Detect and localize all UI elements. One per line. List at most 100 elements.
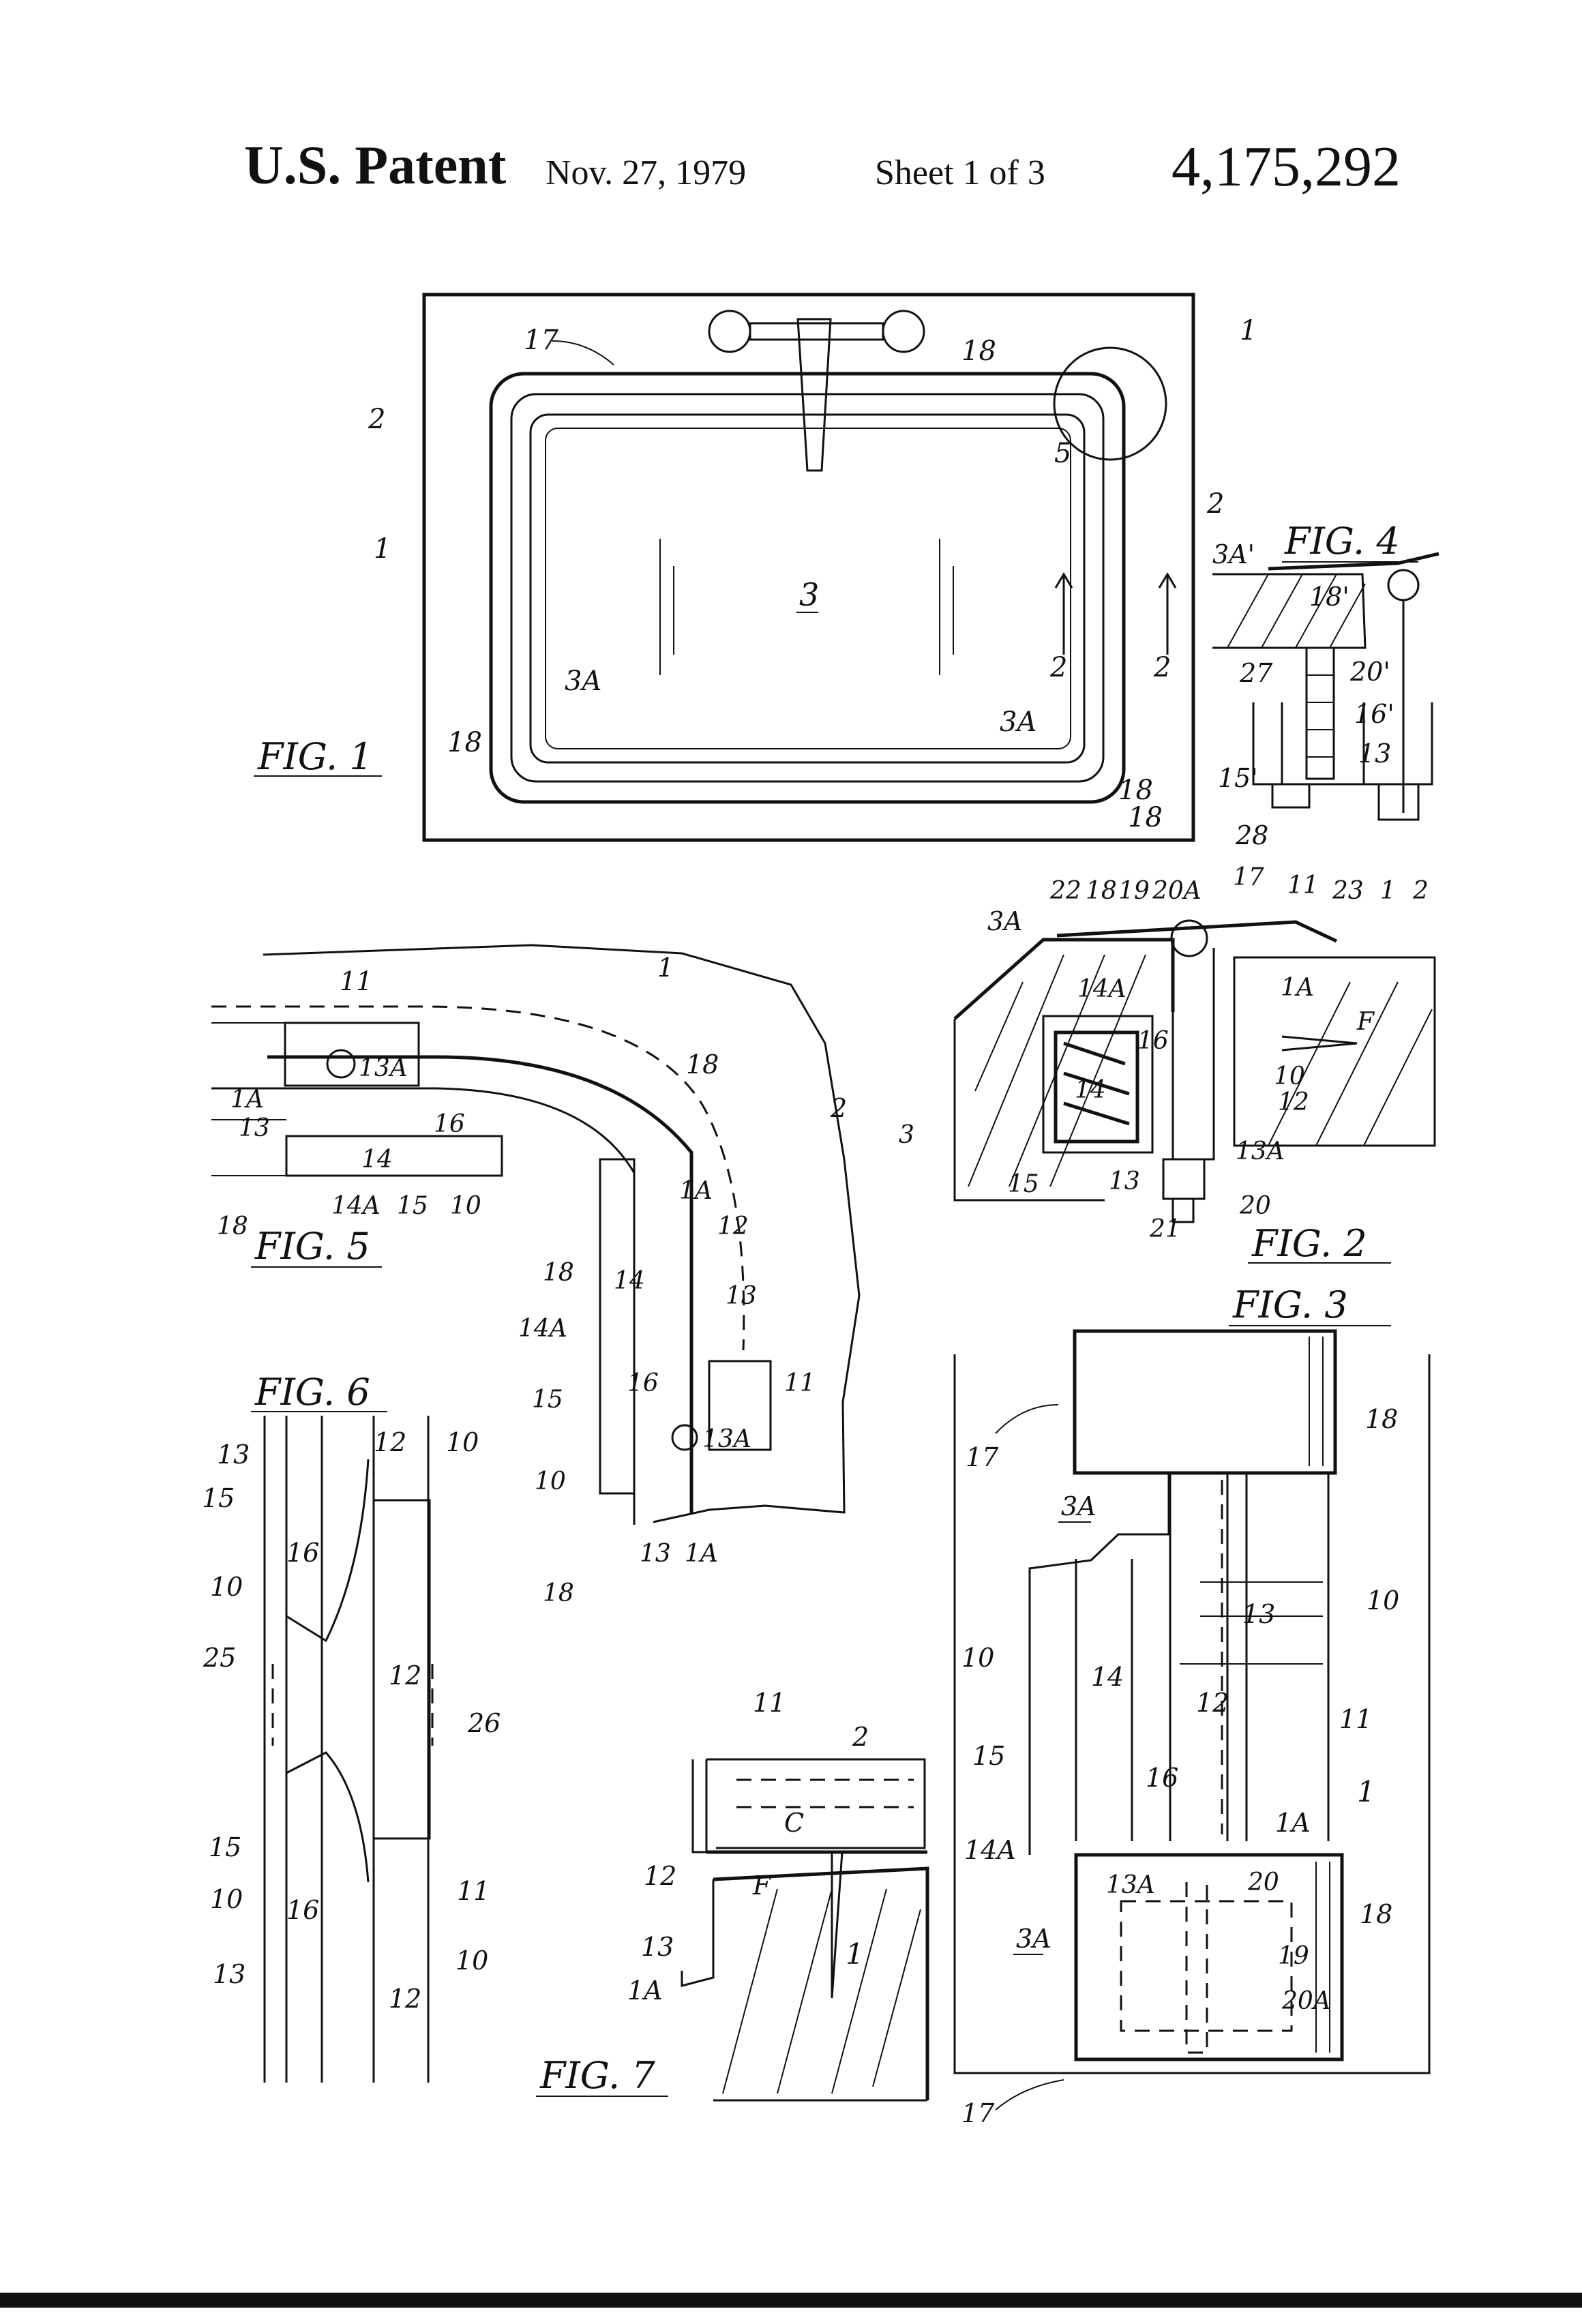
fig4-label: 18' bbox=[1309, 582, 1349, 612]
fig2-label: 13 bbox=[1109, 1167, 1140, 1195]
fig2-label: 11 bbox=[1287, 872, 1319, 899]
bottom-border-rule bbox=[0, 2293, 1582, 2308]
fig2-label: 20 bbox=[1239, 1192, 1271, 1220]
figure-2-caption: FIG. 2 bbox=[1251, 1222, 1367, 1265]
fig5-label: 18 bbox=[686, 1049, 719, 1079]
fig6-label: 13 bbox=[213, 1959, 245, 1989]
fig3-label: 11 bbox=[1339, 1704, 1372, 1734]
fig2-label: 3A bbox=[987, 906, 1023, 936]
patent-number: 4,175,292 bbox=[1171, 135, 1401, 198]
fig5-label: 13 bbox=[239, 1114, 270, 1142]
figure-6-strip: 13 12 10 15 16 10 25 12 26 15 10 16 11 1… bbox=[202, 1371, 501, 2083]
fig2-label: 19 bbox=[1118, 877, 1150, 905]
fig4-label: 20' bbox=[1349, 657, 1390, 687]
figure-5-corner-detail: 11 1 1A 13A 18 13 16 14 2 14A 15 10 1A 1… bbox=[211, 944, 861, 1607]
fig7-label: 1A bbox=[627, 1976, 663, 2006]
fig1-label: 18 bbox=[1128, 802, 1163, 833]
fig2-label: 3 bbox=[899, 1121, 914, 1149]
fig7-label: 11 bbox=[753, 1688, 786, 1718]
fig1-label: 17 bbox=[524, 325, 558, 356]
figure-3-caption: FIG. 3 bbox=[1232, 1283, 1348, 1326]
fig3-label: 14 bbox=[1091, 1662, 1124, 1692]
fig6-label: 10 bbox=[210, 1884, 243, 1914]
fig2-label: 23 bbox=[1332, 877, 1364, 905]
figure-5-caption: FIG. 5 bbox=[254, 1225, 370, 1268]
fig1-label: 18 bbox=[961, 336, 996, 367]
figure-7-section: 11 2 C F 12 13 1A 1 FIG. 7 bbox=[536, 1688, 929, 2102]
fig6-label: 16 bbox=[286, 1895, 319, 1925]
fig3-label: 10 bbox=[1367, 1585, 1399, 1615]
fig6-label: 12 bbox=[389, 1660, 421, 1690]
fig5-label: 15 bbox=[397, 1192, 428, 1220]
patent-header-title: U.S. Patent bbox=[244, 136, 507, 196]
fig6-label: 10 bbox=[210, 1572, 243, 1602]
fig5-label: 14A bbox=[331, 1192, 380, 1220]
fig1-label: 2 bbox=[1153, 652, 1171, 683]
fig6-label: 11 bbox=[457, 1876, 490, 1906]
fig2-label: 22 bbox=[1049, 877, 1081, 905]
figure-4-caption: FIG. 4 bbox=[1284, 520, 1400, 563]
fig2-label: F bbox=[1356, 1008, 1375, 1036]
fig3-label: 15 bbox=[972, 1741, 1005, 1771]
fig3-label: 12 bbox=[1196, 1688, 1229, 1718]
fig5-label: 16 bbox=[434, 1110, 465, 1138]
fig6-label: 12 bbox=[389, 1984, 421, 2014]
fig1-label: 2 bbox=[368, 404, 385, 435]
fig5-label: 18 bbox=[217, 1212, 248, 1240]
fig3-label: 19 bbox=[1278, 1942, 1309, 1970]
fig2-label: 1A bbox=[1281, 974, 1314, 1002]
fig1-label: 2 bbox=[1206, 488, 1224, 520]
fig1-label: 18 bbox=[1118, 775, 1153, 806]
fig3-label: 1 bbox=[1357, 1775, 1375, 1808]
fig5-label: 10 bbox=[450, 1192, 481, 1220]
fig6-label: 12 bbox=[374, 1427, 406, 1457]
fig5-label: 18 bbox=[543, 1259, 574, 1287]
fig2-label: 15 bbox=[1008, 1170, 1039, 1198]
figure-1-caption: FIG. 1 bbox=[257, 735, 373, 778]
fig5-label: 1A bbox=[230, 1086, 264, 1114]
sheet-indicator: Sheet 1 of 3 bbox=[875, 153, 1045, 192]
fig7-label: F bbox=[752, 1871, 772, 1901]
fig3-label: 20 bbox=[1247, 1868, 1279, 1896]
fig5-label: 12 bbox=[717, 1212, 749, 1240]
fig3-label: 3A bbox=[1016, 1924, 1051, 1954]
fig5-label: 14 bbox=[614, 1267, 645, 1295]
fig2-label: 20A bbox=[1152, 877, 1202, 905]
fig7-label: 1 bbox=[846, 1937, 864, 1971]
fig1-label: 3 bbox=[799, 576, 819, 613]
fig5-label: 15 bbox=[532, 1386, 563, 1414]
fig3-label: 10 bbox=[961, 1643, 994, 1673]
fig2-label: 2 bbox=[1412, 877, 1429, 905]
fig5-label: 13 bbox=[726, 1282, 757, 1310]
patent-date: Nov. 27, 1979 bbox=[546, 153, 747, 192]
figure-4-section: 3A' 18' 27 20' 16' 15' 13 28 FIG. 4 bbox=[1212, 520, 1439, 850]
fig2-label: 16 bbox=[1137, 1027, 1169, 1055]
fig6-label: 10 bbox=[456, 1946, 488, 1976]
fig7-label: C bbox=[784, 1808, 804, 1838]
fig7-label: 12 bbox=[644, 1861, 676, 1891]
fig3-label: 18 bbox=[1365, 1404, 1398, 1434]
fig3-label: 1A bbox=[1275, 1808, 1311, 1838]
fig5-label: 13A bbox=[702, 1425, 751, 1453]
fig6-label: 15 bbox=[202, 1483, 235, 1513]
figure-3-elevation: 18 17 3A 13 10 10 14 12 11 15 16 1A 1 14… bbox=[953, 1283, 1431, 2128]
fig7-label: 2 bbox=[852, 1722, 869, 1752]
fig2-label: 21 bbox=[1149, 1215, 1181, 1243]
fig3-label: 14A bbox=[964, 1835, 1016, 1865]
fig1-label: 3A bbox=[565, 666, 601, 697]
fig3-label: 13A bbox=[1106, 1871, 1155, 1899]
fig4-label: 16' bbox=[1354, 699, 1394, 729]
fig3-label: 3A bbox=[1061, 1491, 1096, 1521]
fig5-label: 11 bbox=[340, 966, 372, 996]
fig1-label: 3A bbox=[1000, 706, 1036, 738]
fig6-label: 15 bbox=[209, 1832, 241, 1862]
fig4-label: 15' bbox=[1218, 763, 1258, 793]
fig7-label: 13 bbox=[641, 1932, 674, 1962]
fig5-label: 1A bbox=[685, 1540, 718, 1568]
fig1-label: 2 bbox=[1049, 652, 1067, 683]
fig4-label: 28 bbox=[1235, 820, 1268, 850]
fig4-label: 3A' bbox=[1212, 539, 1255, 569]
fig2-label: 14 bbox=[1075, 1076, 1106, 1104]
fig5-label: 14 bbox=[361, 1146, 393, 1174]
